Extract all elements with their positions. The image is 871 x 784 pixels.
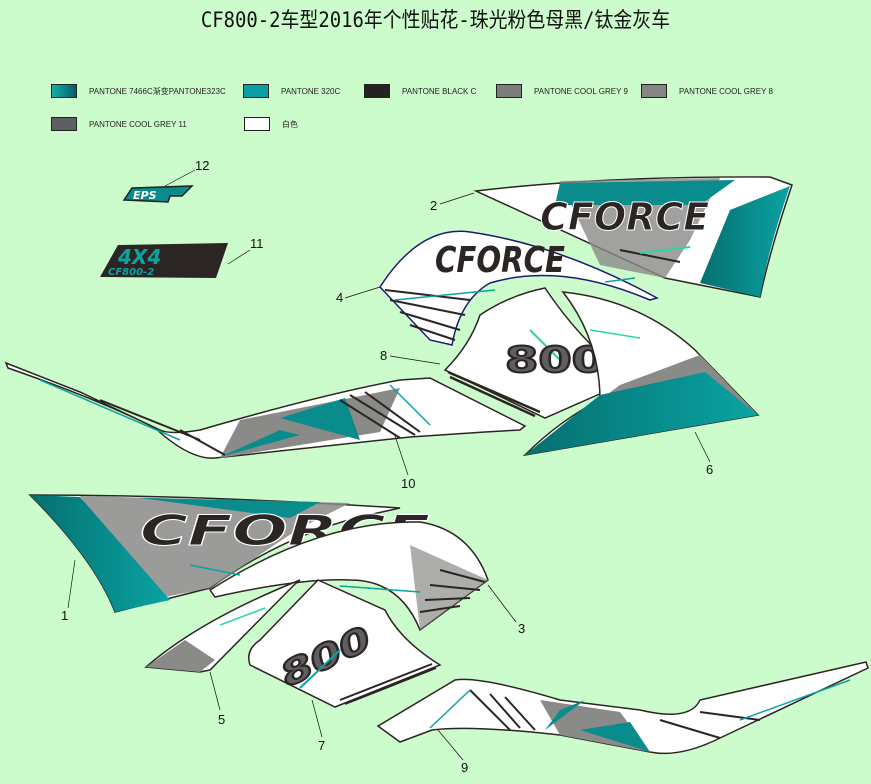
decal-7-lower-800: 800 <box>248 579 442 708</box>
legend-label: PANTONE COOL GREY 8 <box>679 86 773 96</box>
legend-label: PANTONE 320C <box>281 86 341 96</box>
legend-item-cool-grey-9: PANTONE COOL GREY 9 <box>496 83 628 99</box>
callout-4: 4 <box>336 290 344 305</box>
legend-label: PANTONE COOL GREY 11 <box>89 119 187 129</box>
callout-5: 5 <box>218 712 226 727</box>
decal-2-upper-cforce: CFORCE <box>473 176 793 298</box>
callout-6: 6 <box>706 462 714 477</box>
callout-7: 7 <box>318 738 326 753</box>
callout-2: 2 <box>430 198 438 213</box>
legend-label: PANTONE BLACK C <box>402 86 477 96</box>
legend-label: PANTONE COOL GREY 9 <box>534 86 628 96</box>
legend-item-white: 白色 <box>244 116 298 132</box>
callout-3: 3 <box>518 621 526 636</box>
svg-text:4X4: 4X4 <box>117 245 161 269</box>
decal-4-upper-arch: CFORCE <box>379 230 659 346</box>
decal-12-eps: EPS <box>122 185 194 203</box>
decal-11-4x4: 4X4 CF800-2 <box>100 243 228 278</box>
svg-text:CFORCE: CFORCE <box>435 240 565 281</box>
decal-3-lower-arch <box>189 521 489 632</box>
legend-item-black-c: PANTONE BLACK C <box>364 83 476 99</box>
legend-label: 白色 <box>282 119 298 129</box>
swatch-teal <box>243 84 269 98</box>
decal-1-lower-cforce: CFORCE <box>28 494 431 613</box>
callout-1: 1 <box>61 608 69 623</box>
callout-12: 12 <box>195 158 210 173</box>
decal-10-left-strip <box>4 361 527 459</box>
decal-5-small-panel <box>144 579 301 673</box>
svg-text:CF800-2: CF800-2 <box>108 267 154 278</box>
callout-9: 9 <box>461 760 469 775</box>
svg-text:800: 800 <box>505 340 605 381</box>
swatch-cool-grey-8 <box>641 84 667 98</box>
swatch-teal-gradient <box>51 84 77 98</box>
page-title: CF800-2车型2016年个性贴花-珠光粉色母黑/钛金灰车 <box>200 8 671 32</box>
swatch-cool-grey-11 <box>51 117 77 131</box>
legend-item-7466c-323c: PANTONE 7466C渐变PANTONE323C <box>51 83 226 99</box>
legend-item-cool-grey-8: PANTONE COOL GREY 8 <box>641 83 773 99</box>
legend-item-cool-grey-11: PANTONE COOL GREY 11 <box>51 116 187 132</box>
leader-lines <box>67 169 711 761</box>
swatch-cool-grey-9 <box>496 84 522 98</box>
decal-6-right-panel <box>522 291 760 457</box>
svg-text:CFORCE: CFORCE <box>540 195 709 239</box>
callout-10: 10 <box>401 476 416 491</box>
legend-label: PANTONE 7466C渐变PANTONE323C <box>89 86 226 96</box>
swatch-white <box>244 117 270 131</box>
decal-8-center-800: 800 <box>443 287 621 419</box>
decal-9-right-strip <box>376 661 869 755</box>
callout-11: 11 <box>250 236 264 251</box>
swatch-black <box>364 84 390 98</box>
legend-item-320c: PANTONE 320C <box>243 83 340 99</box>
svg-text:EPS: EPS <box>133 189 157 202</box>
callout-8: 8 <box>380 348 388 363</box>
